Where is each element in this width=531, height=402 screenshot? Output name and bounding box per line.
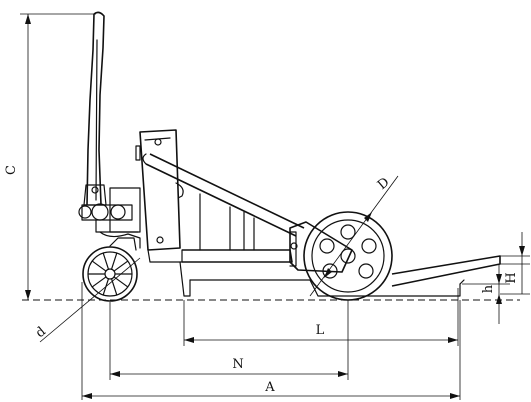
- steering-wheel: [82, 237, 138, 302]
- label-l: L: [316, 323, 325, 338]
- wheel-spoke: [113, 260, 129, 272]
- wheel-spoke: [91, 276, 107, 288]
- dimension-l: L: [183, 288, 459, 346]
- dimension-h: H h: [462, 232, 530, 324]
- label-d-lower: d: [33, 324, 49, 341]
- label-h-upper: H: [504, 272, 519, 283]
- wheel-spoke: [113, 276, 129, 288]
- dimension-c: C: [4, 13, 96, 300]
- label-n: N: [232, 357, 243, 372]
- wheel-spoke: [102, 252, 110, 270]
- wheel-spoke: [110, 252, 118, 270]
- pump-unit: [78, 145, 141, 249]
- label-d-upper: D: [375, 175, 393, 193]
- dimension-a: A: [81, 282, 461, 400]
- label-c: C: [4, 165, 19, 175]
- label-a: A: [264, 380, 275, 395]
- tiller-handle: [83, 11, 107, 206]
- chassis-frame: [139, 129, 461, 297]
- label-h-lower: h: [481, 284, 496, 293]
- fork-tip: [391, 255, 501, 287]
- wheel-spoke: [91, 260, 107, 272]
- dimension-d-large: D: [309, 175, 399, 297]
- dimension-n: N: [109, 300, 349, 380]
